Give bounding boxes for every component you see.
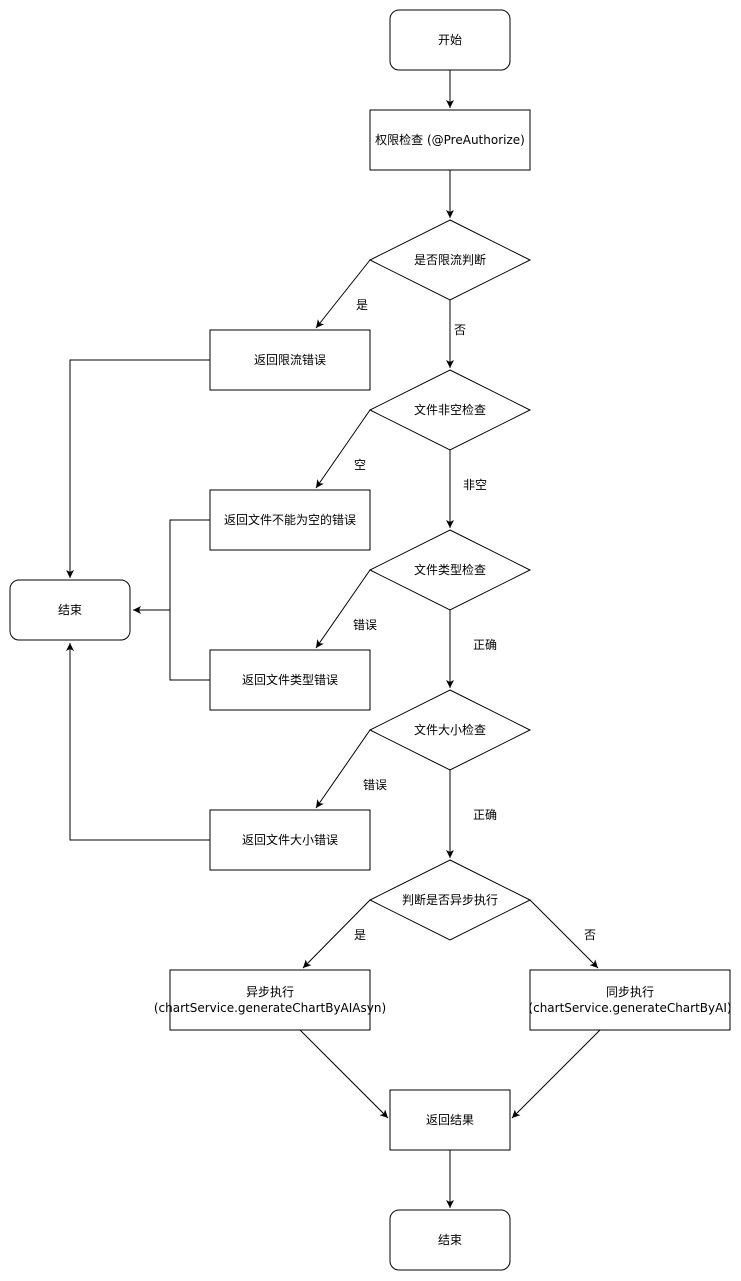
edge-rate-limit-yes [315,259,371,329]
end-left-node: 结束 [9,579,131,641]
edge-async-exec-to-result [299,1029,389,1119]
sync-exec-node: 同步执行 (chartService.generateChartByAI) [528,969,732,1031]
file-type-decision-label: 文件类型检查 [414,562,486,577]
async-decision: 判断是否异步执行 [368,859,532,941]
async-exec-title: 异步执行 [246,985,294,999]
rate-limit-error-node: 返回限流错误 [209,329,371,391]
return-result-label: 返回结果 [426,1113,474,1127]
file-empty-decision-label: 文件非空检查 [414,402,486,417]
file-size-error-label: 返回文件大小错误 [242,832,338,847]
edge-label-file-type-ok: 正确 [473,638,497,652]
edge-label-file-size-ok: 正确 [473,808,497,822]
edge-label-async-no: 否 [584,928,596,942]
edge-file-size-error-to-end [66,643,210,841]
async-exec-call: (chartService.generateChartByAIAsyn) [154,1001,386,1015]
file-size-decision: 文件大小检查 [368,689,532,771]
sync-exec-title: 同步执行 [606,985,654,999]
file-empty-error-node: 返回文件不能为空的错误 [209,489,371,551]
auth-check-node: 权限检查 (@PreAuthorize) [369,109,531,171]
edge-file-type-wrong [315,569,371,649]
rate-limit-decision: 是否限流判断 [368,219,532,301]
file-type-error-label: 返回文件类型错误 [242,672,338,687]
edge-file-empty-error-to-end [169,519,210,681]
start-node: 开始 [389,9,511,71]
edges [66,70,601,1208]
file-type-decision: 文件类型检查 [368,529,532,611]
auth-check-label: 权限检查 (@PreAuthorize) [375,132,525,147]
edge-async-no [529,899,599,969]
file-size-decision-label: 文件大小检查 [414,722,486,737]
rate-limit-error-label: 返回限流错误 [254,353,326,367]
end-bottom-node: 结束 [389,1209,511,1271]
edge-rate-limit-error-to-end [66,359,210,578]
edge-async-yes [302,899,371,969]
file-empty-decision: 文件非空检查 [368,369,532,451]
edge-sync-exec-to-result [511,1029,601,1119]
start-node-label: 开始 [438,33,462,47]
file-empty-error-label: 返回文件不能为空的错误 [224,512,356,527]
edge-label-file-size-wrong: 错误 [363,778,387,792]
nodes: 开始 权限检查 (@PreAuthorize) 是否限流判断 返回限流错误 文件… [9,9,732,1271]
edge-label-file-type-wrong: 错误 [353,618,377,632]
edge-file-empty-empty [315,409,371,489]
edge-file-size-wrong [315,729,371,809]
async-exec-node: 异步执行 (chartService.generateChartByAIAsyn… [154,969,386,1031]
async-decision-label: 判断是否异步执行 [402,892,498,907]
end-left-label: 结束 [58,603,82,617]
rate-limit-decision-label: 是否限流判断 [414,252,486,267]
edge-label-rate-limit-no: 否 [454,323,466,337]
edge-label-file-empty-empty: 空 [354,458,366,472]
return-result-node: 返回结果 [389,1089,511,1151]
file-type-error-node: 返回文件类型错误 [209,649,371,711]
edge-label-file-empty-not-empty: 非空 [463,478,487,492]
file-size-error-node: 返回文件大小错误 [209,809,371,871]
edge-label-async-yes: 是 [354,928,366,942]
end-bottom-label: 结束 [438,1233,462,1247]
sync-exec-call: (chartService.generateChartByAI) [528,1001,731,1015]
edge-labels: 是 否 空 非空 错误 正确 错误 正确 是 否 [353,298,596,942]
edge-label-rate-limit-yes: 是 [356,298,368,312]
